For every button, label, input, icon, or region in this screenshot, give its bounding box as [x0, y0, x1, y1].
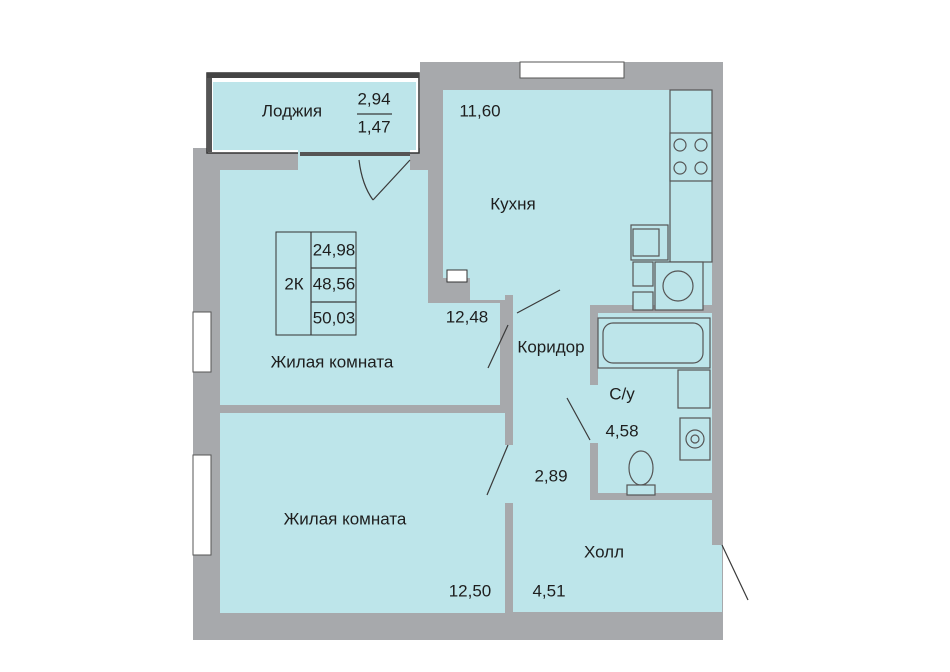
- total-area: 48,56: [313, 274, 356, 293]
- vent-shaft-icon: [446, 269, 468, 283]
- bathroom-area-value: 4,58: [605, 421, 638, 440]
- area-summary-table: 2К 24,98 48,56 50,03: [275, 231, 357, 336]
- kitchen-area: 11,60: [459, 101, 500, 120]
- toilet-icon: [628, 450, 654, 486]
- living-room-2-label: Жилая комната: [284, 509, 407, 528]
- hall-label: Холл: [584, 542, 624, 561]
- living-room-2-area: [220, 413, 505, 613]
- loggia: [206, 72, 420, 154]
- window: [519, 61, 625, 79]
- living-room-1-label: Жилая комната: [271, 352, 394, 371]
- kitchen-fixtures: [630, 89, 713, 311]
- doors: [358, 159, 749, 601]
- corridor-label: Коридор: [517, 337, 584, 356]
- apartment-type: 2К: [284, 274, 303, 293]
- wall: [505, 295, 513, 315]
- boiler-icon: [679, 417, 711, 461]
- loggia-area-full: 2,94: [357, 89, 390, 108]
- kitchen-label: Кухня: [490, 194, 536, 213]
- living-area: 24,98: [313, 240, 356, 259]
- total-area-with-loggia: 50,03: [313, 308, 356, 327]
- washbasin-icon: [677, 369, 711, 409]
- living-room-1-area-value: 12,48: [446, 307, 489, 326]
- wall: [505, 378, 513, 508]
- loggia-label: Лоджия: [262, 101, 322, 120]
- loggia-area-reduced: 1,47: [357, 117, 390, 136]
- kitchen-step-wall: [443, 278, 513, 312]
- living-room-2-area-value: 12,50: [449, 581, 492, 600]
- window: [192, 311, 212, 373]
- hall-area: 4,51: [532, 581, 565, 600]
- window: [192, 454, 212, 556]
- corridor-area: 2,89: [534, 466, 567, 485]
- bathroom-label: С/у: [609, 384, 635, 403]
- bathroom-fixtures: [597, 317, 711, 496]
- living-room-1-area: [220, 170, 500, 405]
